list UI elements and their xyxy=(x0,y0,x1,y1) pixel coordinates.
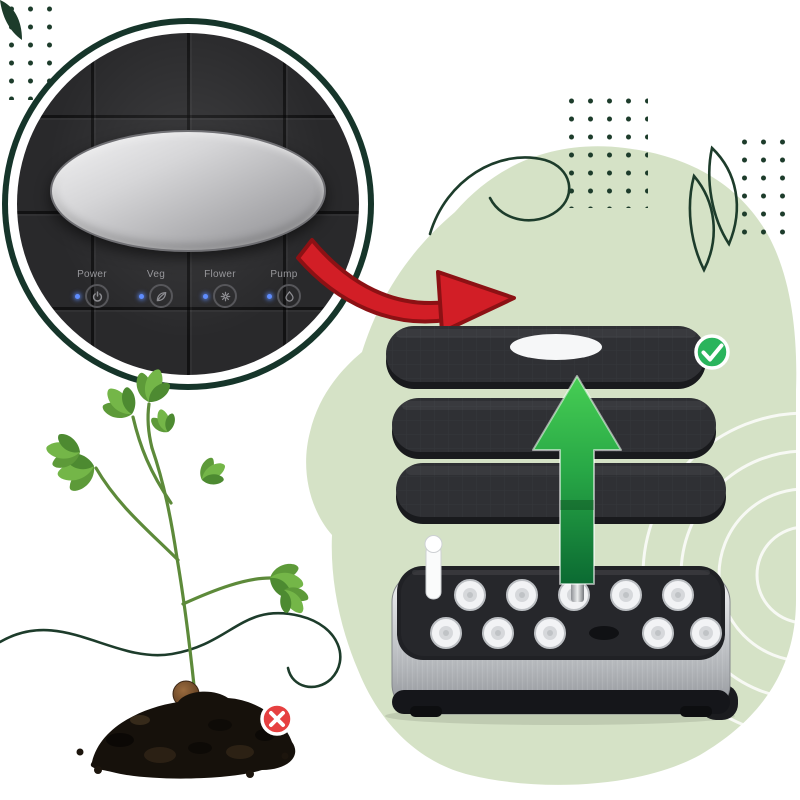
planter-base xyxy=(391,535,738,720)
hydroponic-garden-product xyxy=(385,326,738,725)
seed-pods xyxy=(430,579,722,649)
seed-pod xyxy=(642,617,674,649)
support-pole xyxy=(566,452,589,602)
led-indicator xyxy=(75,293,80,299)
panel-controls-row: Power Veg xyxy=(17,269,359,308)
control-flower: Flower xyxy=(193,269,247,308)
control-veg: Veg xyxy=(129,269,183,308)
inset-white-ring: Power Veg xyxy=(8,24,368,384)
led-indicator xyxy=(139,293,144,299)
seed-pod xyxy=(482,617,514,649)
seed-pod xyxy=(534,617,566,649)
seed-pod xyxy=(662,579,694,611)
soil-mound xyxy=(76,691,296,779)
control-label: Veg xyxy=(146,269,166,280)
green-up-arrow-icon xyxy=(532,375,622,585)
flower-icon xyxy=(213,284,237,308)
grow-lid-top xyxy=(386,326,706,389)
concentric-arcs xyxy=(641,411,800,739)
control-pump: Pump xyxy=(257,269,311,308)
control-label: Pump xyxy=(270,269,298,280)
pump-icon xyxy=(277,284,301,308)
check-circle-icon xyxy=(694,334,730,370)
base-shadow xyxy=(385,707,735,725)
power-icon xyxy=(85,284,109,308)
control-label: Power xyxy=(77,269,107,280)
seed-pod xyxy=(690,617,722,649)
water-level-float xyxy=(424,535,443,600)
seed-pod xyxy=(454,579,486,611)
dot-grid-top-center xyxy=(562,92,648,208)
seed-bulb xyxy=(172,680,200,708)
seedling-photo xyxy=(44,363,317,779)
x-circle-icon xyxy=(260,702,294,736)
seed-pod xyxy=(430,617,462,649)
base-foot xyxy=(680,706,712,717)
grow-lid-bottom xyxy=(396,463,726,524)
control-panel-photo: Power Veg xyxy=(17,33,359,375)
control-power: Power xyxy=(65,269,119,308)
vent-slot xyxy=(589,626,619,640)
seed-pod xyxy=(610,579,642,611)
control-label: Flower xyxy=(204,269,236,280)
green-blob xyxy=(306,146,797,785)
base-foot xyxy=(410,706,442,717)
veg-icon xyxy=(149,284,173,308)
led-indicator xyxy=(203,293,208,299)
dot-grid-right xyxy=(735,133,797,237)
zoom-inset-circle: Power Veg xyxy=(2,18,374,390)
grow-lid-middle xyxy=(392,398,716,459)
panel-oval-button xyxy=(50,130,326,252)
led-indicator xyxy=(267,293,272,299)
seed-pod xyxy=(506,579,538,611)
seedling-leaves xyxy=(44,363,317,623)
seedling-stems xyxy=(94,402,272,707)
seed-pod xyxy=(558,579,590,611)
